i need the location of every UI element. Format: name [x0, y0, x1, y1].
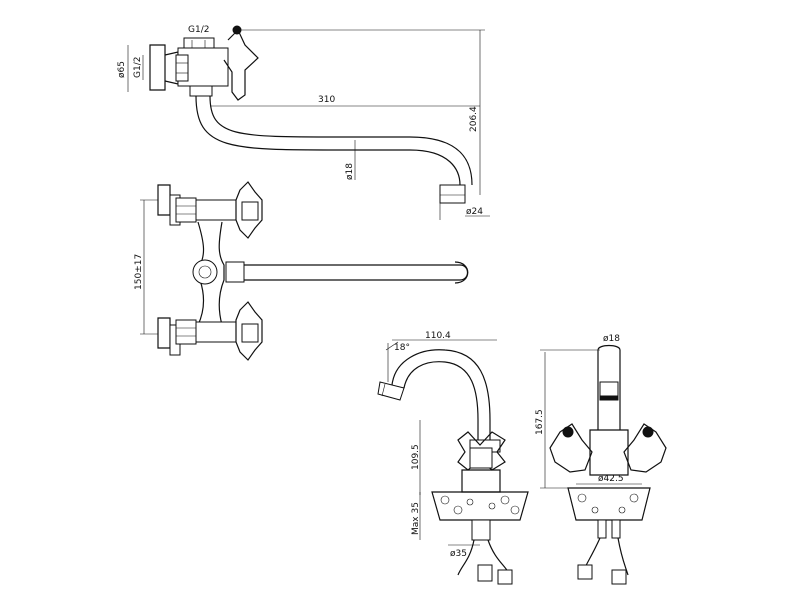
- spout-tip-label: ø24: [466, 207, 483, 217]
- front-spout: [244, 264, 469, 281]
- center-distance-label: 150±17: [134, 254, 144, 290]
- angle-label: 18°: [394, 343, 410, 353]
- central-port: [192, 259, 218, 285]
- gooseneck-outer: [391, 349, 491, 440]
- front-spout-diameter-label: ø18: [603, 334, 620, 344]
- front-base-diameter-label: ø42.5: [598, 474, 624, 484]
- wall-flange: [149, 44, 166, 91]
- upper-nut: [175, 197, 197, 223]
- basin-side-view: 110.4 18° 109.5 Max 35 ø35: [377, 331, 529, 585]
- basin-front-view: ø18 167.5 ø42.5: [535, 334, 667, 585]
- height-label: 206.4: [469, 106, 479, 132]
- lower-nut: [175, 319, 197, 345]
- upper-handle: [235, 181, 263, 239]
- aerator: [377, 381, 405, 401]
- inlet-thread-label: G1/2: [188, 25, 209, 35]
- basin-handle: [457, 431, 506, 471]
- basin-height-label: 109.5: [411, 444, 421, 470]
- cross-handle: [223, 28, 259, 101]
- front-view: 150±17: [134, 181, 469, 361]
- spout-inner: [209, 95, 473, 186]
- front-base: [567, 487, 651, 521]
- total-height-label: 167.5: [535, 409, 545, 435]
- spout-length-label: 310: [318, 95, 335, 105]
- flange-diameter-label: ø65: [117, 61, 127, 78]
- spout-tube-label: ø18: [345, 163, 355, 180]
- basin-base-diameter-label: ø35: [450, 549, 467, 559]
- front-left-handle: [549, 423, 593, 473]
- spout-tip: [439, 184, 466, 204]
- spout-outer: [195, 95, 461, 186]
- reach-label: 110.4: [425, 331, 451, 341]
- front-spout-tube: [597, 350, 621, 430]
- wall-thread-label: G1/2: [133, 57, 143, 78]
- lower-handle: [235, 301, 263, 361]
- top-view: G1/2 ø65 G1/2 310 206.4 ø18 ø24: [117, 25, 490, 220]
- basin-base: [431, 491, 529, 521]
- front-right-handle: [623, 423, 667, 473]
- max-thickness-label: Max 35: [411, 502, 421, 535]
